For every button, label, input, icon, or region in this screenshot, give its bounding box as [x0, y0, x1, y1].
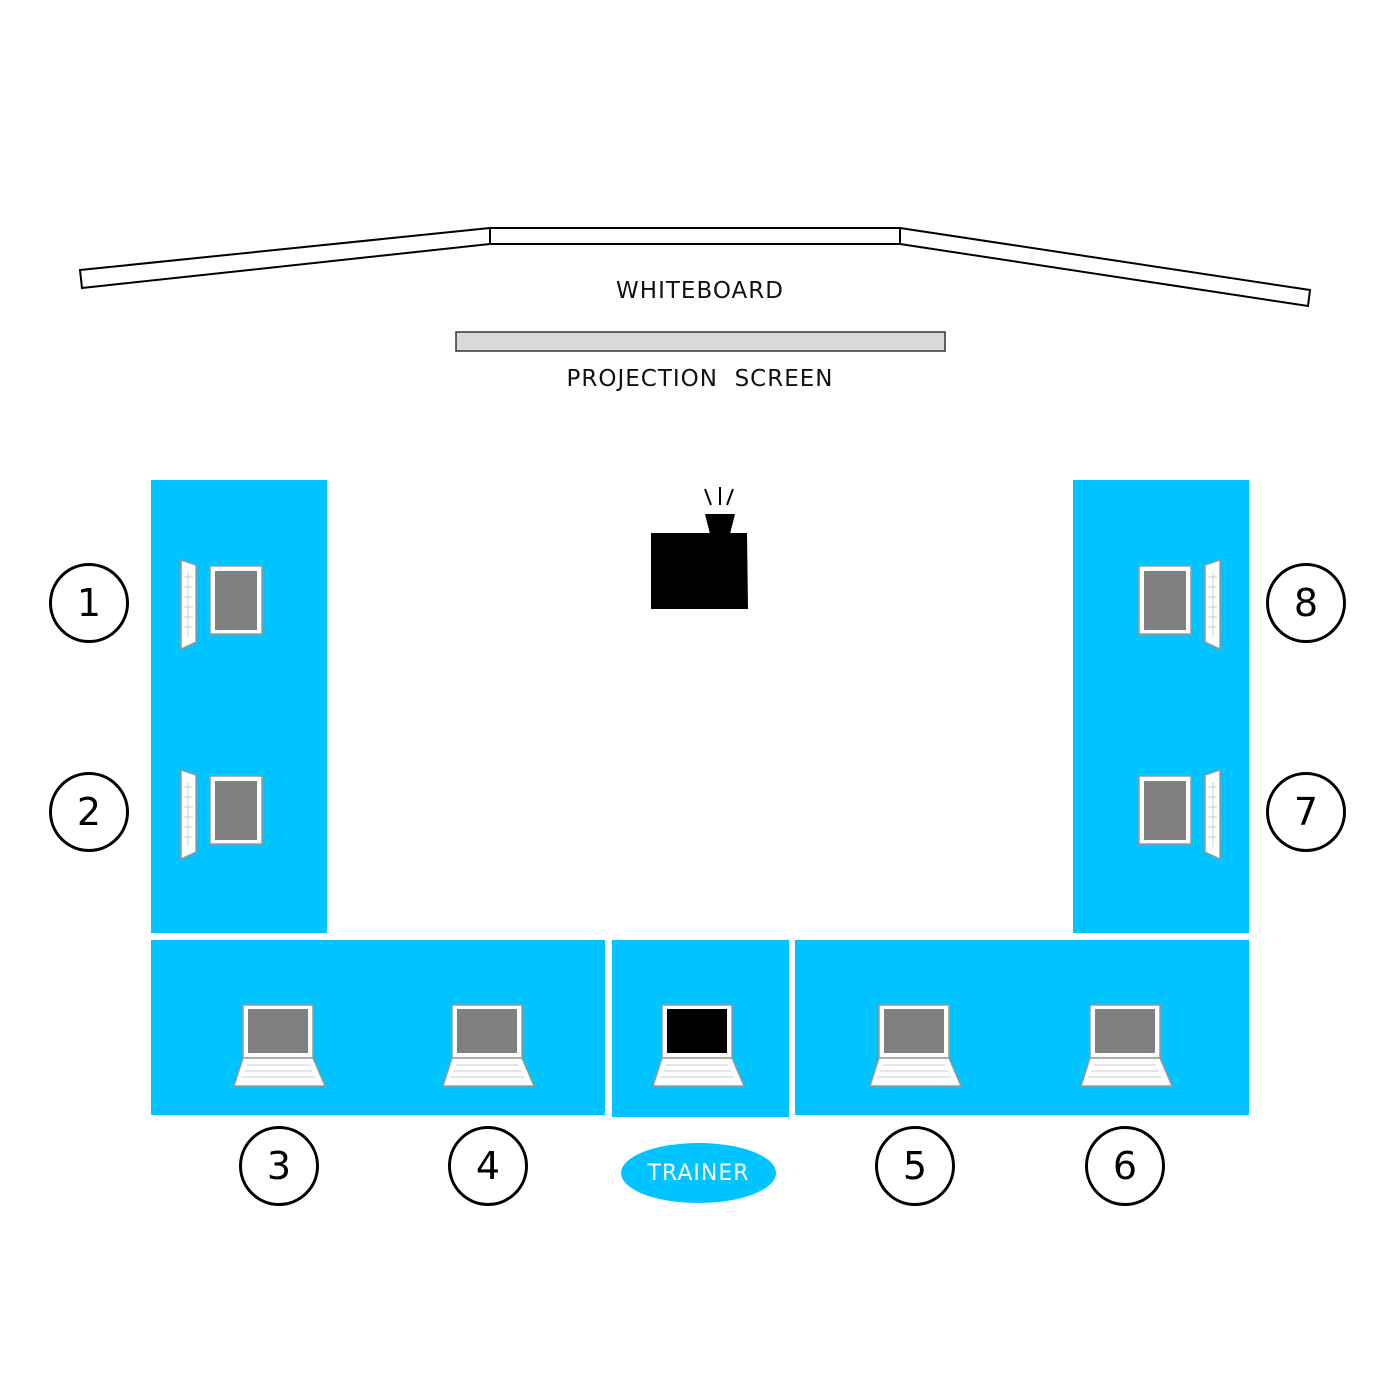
seat-number-2: 2 [49, 772, 129, 852]
laptop-icon [180, 768, 263, 861]
laptop-icon [180, 558, 263, 651]
laptop-icon [1138, 768, 1221, 861]
whiteboard-center-segment [489, 227, 901, 245]
whiteboard-svg [78, 226, 1312, 352]
desk-right [1073, 480, 1249, 933]
seat-number-3: 3 [239, 1126, 319, 1206]
laptop-icon [868, 1004, 963, 1087]
trainer-laptop-icon [651, 1004, 746, 1087]
projector-icon [651, 487, 748, 609]
seat-number-8: 8 [1266, 563, 1346, 643]
seat-number-1: 1 [49, 563, 129, 643]
desk-bottom-right [795, 940, 1249, 1115]
laptop-icon [441, 1004, 536, 1087]
seat-number-6: 6 [1085, 1126, 1165, 1206]
seat-number-4: 4 [448, 1126, 528, 1206]
laptop-icon [1138, 558, 1221, 651]
seat-number-5: 5 [875, 1126, 955, 1206]
desk-left [151, 480, 327, 933]
trainer-label: TRAINER [621, 1143, 776, 1203]
seat-number-7: 7 [1266, 772, 1346, 852]
laptop-icon [1079, 1004, 1174, 1087]
projection-screen-label: PROJECTION SCREEN [566, 366, 834, 392]
laptop-icon [232, 1004, 327, 1087]
whiteboard-left-segment [78, 226, 491, 290]
projection-screen [455, 331, 946, 352]
whiteboard-label: WHITEBOARD [616, 278, 784, 304]
whiteboard-right-segment [899, 226, 1312, 308]
